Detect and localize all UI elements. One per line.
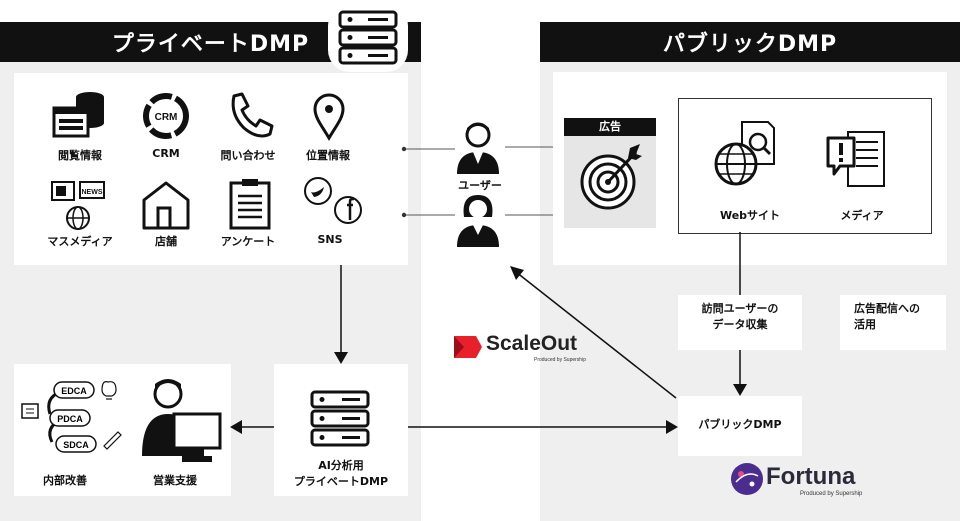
sns-icon bbox=[302, 176, 366, 232]
pdca-pdca: PDCA bbox=[57, 414, 83, 424]
server-icon bbox=[328, 4, 408, 72]
source-label-crm: CRM bbox=[152, 147, 180, 160]
ad-label: 広告 bbox=[564, 118, 656, 136]
public-dmp-title: パブリックDMP bbox=[540, 22, 960, 62]
scaleout-logo: ScaleOut Produced by Supership bbox=[452, 330, 602, 364]
source-label-survey: アンケート bbox=[220, 235, 276, 248]
website-icon bbox=[712, 120, 778, 194]
pdca-cycle-icon: EDCA PDCA SDCA bbox=[20, 376, 130, 466]
location-pin-icon bbox=[312, 92, 346, 144]
ai-server-icon bbox=[310, 390, 372, 454]
public-dmp-box-label: パブリックDMP bbox=[698, 418, 782, 431]
sales-support-icon bbox=[138, 374, 228, 474]
scaleout-sub: Produced by Supership bbox=[534, 357, 586, 363]
news-icon-text: NEWS bbox=[82, 189, 103, 196]
source-label-inquiry: 問い合わせ bbox=[220, 149, 276, 162]
pdca-sdca: SDCA bbox=[63, 440, 89, 450]
user-female-icon bbox=[455, 193, 501, 251]
phone-icon bbox=[228, 92, 274, 142]
collection-line2: データ収集 bbox=[712, 318, 768, 331]
crm-icon: CRM bbox=[142, 92, 190, 144]
media-icon bbox=[826, 128, 888, 200]
ai-dmp-label: AI分析用 プライベートDMP bbox=[274, 458, 408, 490]
source-label-store: 店舗 bbox=[155, 235, 177, 248]
fortuna-name: Fortuna bbox=[766, 463, 856, 490]
delivery-line2: 活用 bbox=[854, 318, 876, 331]
mass-media-icon: NEWS bbox=[50, 180, 108, 236]
ai-dmp-line1: AI分析用 bbox=[318, 459, 364, 472]
public-dmp-box bbox=[678, 396, 802, 456]
crm-icon-text: CRM bbox=[155, 112, 178, 123]
pdca-edca: EDCA bbox=[61, 386, 87, 396]
delivery-line1: 広告配信への bbox=[854, 302, 920, 315]
ai-dmp-line2: プライベートDMP bbox=[293, 475, 389, 488]
collection-box: 訪問ユーザーの データ収集 bbox=[678, 295, 802, 350]
user-male-icon bbox=[455, 120, 501, 178]
source-label-sns: SNS bbox=[317, 233, 343, 246]
target-icon bbox=[580, 142, 644, 216]
scaleout-name: ScaleOut bbox=[486, 332, 578, 355]
survey-clipboard-icon bbox=[228, 178, 272, 234]
source-label-browsing: 閲覧情報 bbox=[58, 149, 102, 162]
source-label-mass-media: マスメディア bbox=[47, 235, 113, 248]
collection-line1: 訪問ユーザーの bbox=[701, 302, 779, 315]
output-label-sales: 営業支援 bbox=[153, 474, 197, 487]
media-label: メディア bbox=[840, 209, 884, 222]
browsing-info-icon bbox=[50, 90, 110, 144]
fortuna-sub: Produced by Supership bbox=[800, 491, 863, 497]
store-icon bbox=[140, 180, 192, 234]
users-label: ユーザー bbox=[458, 179, 502, 192]
delivery-box: 広告配信への 活用 bbox=[840, 295, 946, 350]
website-label: Webサイト bbox=[719, 209, 781, 222]
output-label-internal: 内部改善 bbox=[43, 474, 87, 487]
fortuna-logo: Fortuna Produced by Supership bbox=[730, 462, 870, 502]
source-label-location: 位置情報 bbox=[306, 149, 350, 162]
